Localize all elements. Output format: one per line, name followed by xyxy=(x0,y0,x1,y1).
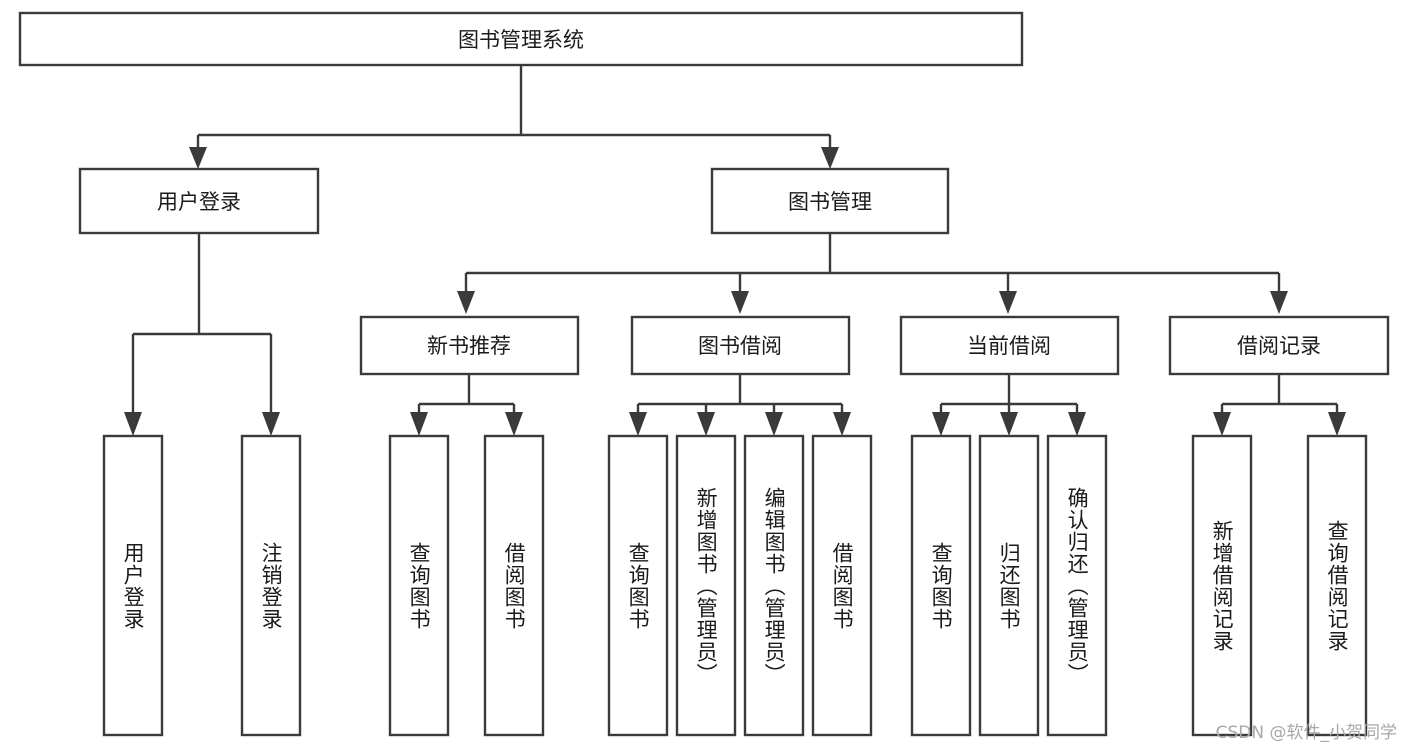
node-book-borrow-box[interactable] xyxy=(630,315,851,376)
node-current-borrow-label: 当前借阅 xyxy=(967,334,1051,358)
arrow-user-login-leaf-2 xyxy=(262,412,280,436)
leaf-add-record-box[interactable] xyxy=(1191,434,1253,737)
leaf-borrow-book-1-box[interactable] xyxy=(483,434,545,737)
arrow-bm-to-new-book xyxy=(457,291,475,314)
node-root[interactable]: 图书管理系统 xyxy=(18,11,1024,67)
csdn-watermark: CSDN @软件_小贺同学 xyxy=(1215,723,1397,743)
leaf-borrow-book-2-box[interactable] xyxy=(811,434,873,737)
node-book-borrow[interactable]: 图书借阅 xyxy=(630,315,851,376)
leaf-user-login-box[interactable] xyxy=(102,434,164,737)
node-current-borrow-box[interactable] xyxy=(899,315,1120,376)
arrow-bm-to-book-borrow xyxy=(731,291,749,314)
arrow-bb-leaf-3 xyxy=(765,412,783,436)
node-root-box[interactable] xyxy=(18,11,1024,67)
leaf-return-book-box[interactable] xyxy=(978,434,1040,737)
arrow-bm-to-current-borrow xyxy=(999,291,1017,314)
node-root-label: 图书管理系统 xyxy=(458,28,584,52)
arrow-new-book-leaf-1 xyxy=(410,412,428,436)
leaf-query-book-1-box[interactable] xyxy=(388,434,450,737)
node-current-borrow[interactable]: 当前借阅 xyxy=(899,315,1120,376)
arrow-cb-leaf-3 xyxy=(1068,412,1086,436)
node-user-login-box[interactable] xyxy=(78,167,320,235)
leaf-boxes xyxy=(102,434,1368,737)
arrow-root-to-book-management xyxy=(821,147,839,169)
arrow-user-login-leaf-1 xyxy=(124,412,142,436)
leaf-logout-box[interactable] xyxy=(240,434,302,737)
arrow-cb-leaf-1 xyxy=(932,412,950,436)
node-book-management-label: 图书管理 xyxy=(788,190,872,214)
leaf-query-book-2-box[interactable] xyxy=(607,434,669,737)
arrow-bb-leaf-1 xyxy=(629,412,647,436)
node-borrow-record-box[interactable] xyxy=(1168,315,1390,376)
arrow-cb-leaf-2 xyxy=(1000,412,1018,436)
node-user-login[interactable]: 用户登录 xyxy=(78,167,320,235)
node-borrow-record[interactable]: 借阅记录 xyxy=(1168,315,1390,376)
arrow-bb-leaf-4 xyxy=(833,412,851,436)
node-user-login-label: 用户登录 xyxy=(157,190,241,214)
arrow-br-leaf-1 xyxy=(1213,412,1231,436)
arrow-bm-to-borrow-record xyxy=(1270,291,1288,314)
arrow-bb-leaf-2 xyxy=(697,412,715,436)
node-new-book-recommend-box[interactable] xyxy=(359,315,580,376)
node-new-book-recommend[interactable]: 新书推荐 xyxy=(359,315,580,376)
leaf-edit-book-box[interactable] xyxy=(743,434,805,737)
node-new-book-recommend-label: 新书推荐 xyxy=(427,334,511,358)
arrow-root-to-user-login xyxy=(189,147,207,169)
leaf-confirm-return-box[interactable] xyxy=(1046,434,1108,737)
leaf-query-record-box[interactable] xyxy=(1306,434,1368,737)
arrow-br-leaf-2 xyxy=(1328,412,1346,436)
node-book-management[interactable]: 图书管理 xyxy=(710,167,950,235)
leaf-query-book-3-box[interactable] xyxy=(910,434,972,737)
node-borrow-record-label: 借阅记录 xyxy=(1237,334,1321,358)
connectors xyxy=(124,65,1346,436)
node-book-borrow-label: 图书借阅 xyxy=(698,334,782,358)
leaf-add-book-box[interactable] xyxy=(675,434,737,737)
arrow-new-book-leaf-2 xyxy=(505,412,523,436)
node-book-management-box[interactable] xyxy=(710,167,950,235)
